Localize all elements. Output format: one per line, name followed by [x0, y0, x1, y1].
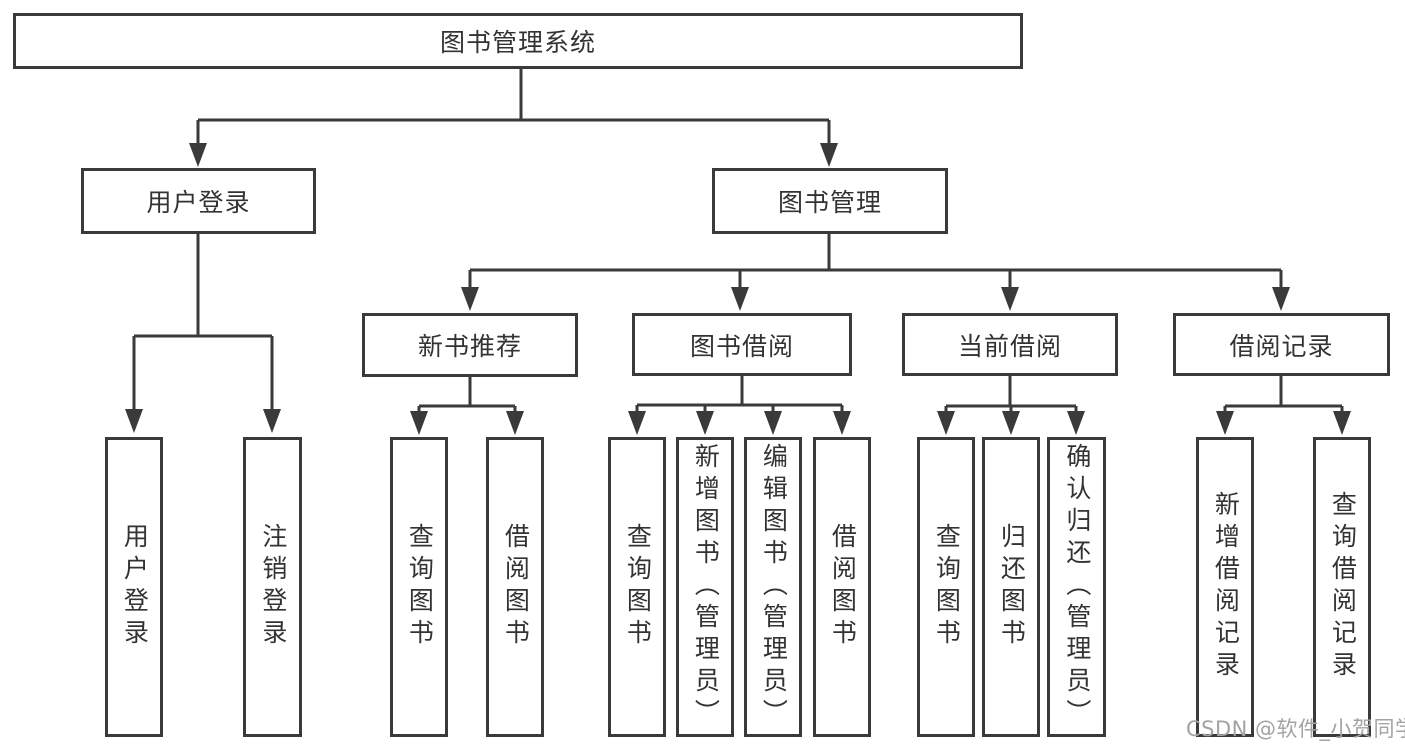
node-leaf-br-add-record-label: 新增借阅记录 — [1211, 491, 1241, 683]
node-leaf-br-add-record: 新增借阅记录 — [1196, 437, 1254, 737]
node-borrow-records: 借阅记录 — [1173, 313, 1390, 376]
node-leaf-bb-edit-books-admin: 编辑图书（管理员） — [744, 437, 802, 737]
node-leaf-cb-confirm-return-admin-label: 确认归还（管理员） — [1062, 443, 1092, 731]
node-leaf-user-login-label: 用户登录 — [120, 523, 150, 651]
node-leaf-nb-query-books: 查询图书 — [390, 437, 448, 737]
node-root-system-label: 图书管理系统 — [439, 28, 596, 57]
node-current-borrow: 当前借阅 — [902, 313, 1118, 376]
node-leaf-bb-edit-books-admin-label: 编辑图书（管理员） — [759, 443, 789, 731]
node-leaf-bb-borrow-books: 借阅图书 — [813, 437, 871, 737]
node-leaf-bb-query-books: 查询图书 — [608, 437, 666, 737]
node-root-system: 图书管理系统 — [13, 13, 1023, 69]
node-leaf-bb-borrow-books-label: 借阅图书 — [828, 523, 858, 651]
node-current-borrow-label: 当前借阅 — [957, 331, 1062, 361]
node-new-book-recommend-label: 新书推荐 — [417, 332, 522, 361]
node-leaf-logout-label: 注销登录 — [258, 523, 288, 651]
node-leaf-nb-borrow-books: 借阅图书 — [486, 437, 544, 737]
csdn-watermark: CSDN @软件_小贺同学 — [1186, 717, 1405, 741]
node-leaf-cb-query-books-label: 查询图书 — [932, 523, 962, 651]
node-book-borrow: 图书借阅 — [632, 313, 852, 376]
node-leaf-user-login: 用户登录 — [105, 437, 163, 737]
node-leaf-cb-return-books-label: 归还图书 — [997, 523, 1027, 651]
node-user-login: 用户登录 — [81, 168, 316, 234]
node-leaf-bb-query-books-label: 查询图书 — [623, 523, 653, 651]
node-book-borrow-label: 图书借阅 — [689, 331, 794, 361]
node-borrow-records-label: 借阅记录 — [1229, 331, 1334, 361]
arrowhead-icons — [125, 143, 1351, 435]
node-leaf-nb-borrow-books-label: 借阅图书 — [501, 523, 531, 651]
node-book-management: 图书管理 — [712, 168, 948, 234]
node-leaf-br-query-record: 查询借阅记录 — [1313, 437, 1371, 737]
node-leaf-logout: 注销登录 — [243, 437, 302, 737]
node-new-book-recommend: 新书推荐 — [362, 313, 578, 377]
node-leaf-bb-add-books-admin: 新增图书（管理员） — [676, 437, 734, 737]
node-leaf-cb-return-books: 归还图书 — [982, 437, 1040, 737]
node-book-management-label: 图书管理 — [777, 188, 882, 217]
node-user-login-label: 用户登录 — [146, 188, 251, 217]
node-leaf-br-query-record-label: 查询借阅记录 — [1328, 491, 1358, 683]
node-leaf-cb-confirm-return-admin: 确认归还（管理员） — [1047, 437, 1106, 737]
node-leaf-cb-query-books: 查询图书 — [917, 437, 975, 737]
node-leaf-bb-add-books-admin-label: 新增图书（管理员） — [691, 443, 721, 731]
node-leaf-nb-query-books-label: 查询图书 — [405, 523, 435, 651]
